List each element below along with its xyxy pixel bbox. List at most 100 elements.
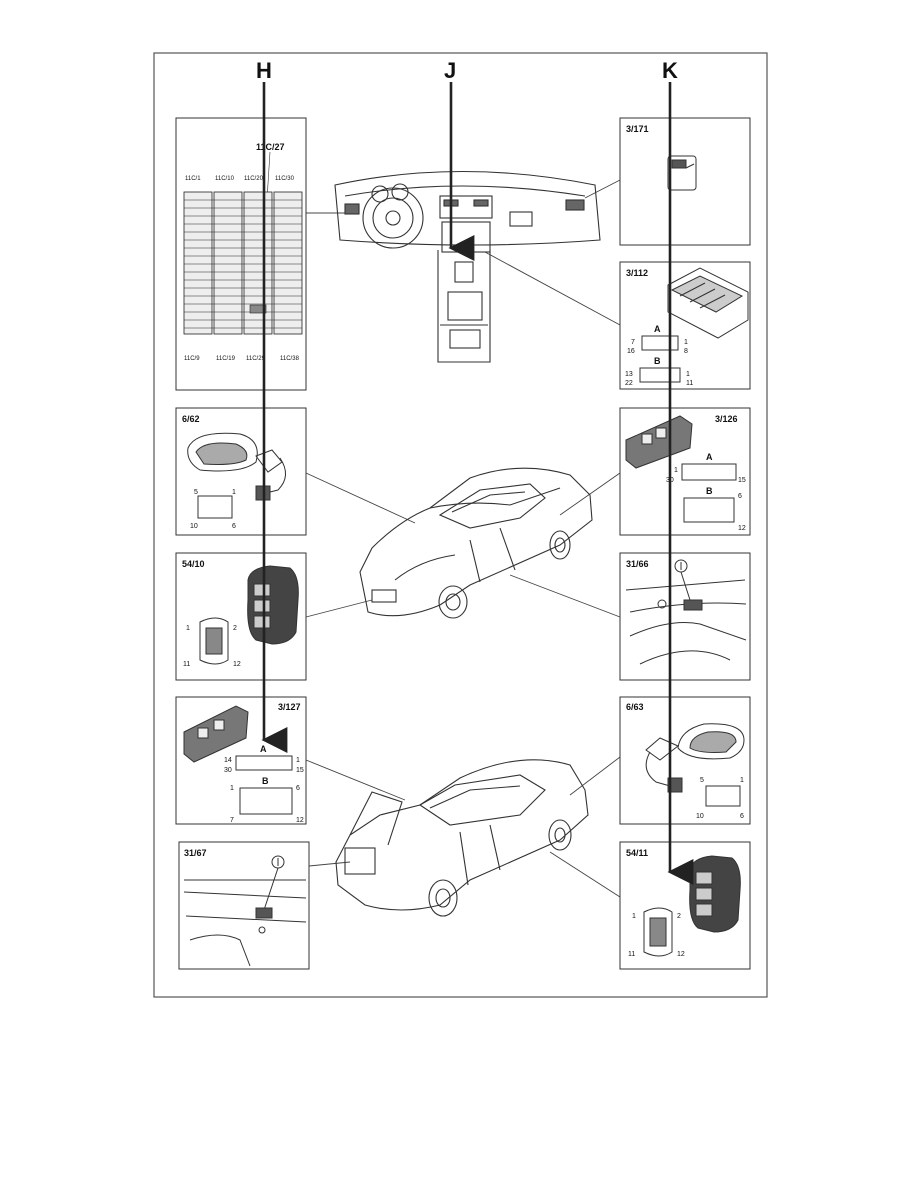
diagram-frame [153, 52, 768, 998]
pin-3-126-b-6: 6 [738, 493, 742, 500]
pin-6-62-6: 6 [232, 523, 236, 530]
window-switch-3-126-drawing [625, 415, 693, 469]
box-3-171 [619, 117, 751, 246]
pin-6-63-10: 10 [696, 813, 704, 820]
climate-panel-drawing [667, 267, 749, 339]
section-marker-k: K [662, 58, 678, 83]
pin-3-112-b-22: 22 [625, 380, 633, 387]
switch-3-171-drawing [667, 155, 697, 191]
component-label-3-127: 3/127 [278, 702, 301, 712]
pin-3-126-a-1: 1 [674, 467, 678, 474]
fuse-label-top-1: 11C/1 [185, 176, 201, 182]
component-label-54-10: 54/10 [182, 559, 205, 569]
switch-pack-54-10-drawing [247, 565, 299, 645]
fuse-box-label: 11C/27 [256, 142, 285, 152]
ground-point-31-67-drawing [183, 855, 307, 967]
box-54-10 [175, 552, 307, 681]
pin-3-127-b-1: 1 [230, 785, 234, 792]
pin-3-112-a-1: 1 [684, 339, 688, 346]
connector-b-label-3-126: B [706, 486, 713, 496]
pin-3-127-a-14: 14 [224, 757, 232, 764]
connector-a-3-112 [641, 335, 679, 351]
box-3-127 [175, 696, 307, 825]
car-illustration-front [359, 467, 593, 619]
component-label-3-171: 3/171 [626, 124, 649, 134]
pin-54-11-1: 1 [632, 913, 636, 920]
section-marker-j: J [444, 58, 456, 83]
fuse-grid [183, 191, 303, 335]
mirror-left-drawing [187, 432, 286, 501]
leader-lines [305, 179, 621, 898]
ground-point-31-66-drawing [625, 559, 747, 665]
dashboard-illustration [334, 170, 601, 363]
pin-3-126-b-12: 12 [738, 525, 746, 532]
pin-3-127-b-12: 12 [296, 817, 304, 824]
component-boxes [175, 117, 751, 970]
pin-6-62-10: 10 [190, 523, 198, 530]
connector-6-62 [197, 495, 233, 519]
pin-3-112-a-7: 7 [631, 339, 635, 346]
connector-6-63 [705, 785, 741, 807]
pin-6-63-1: 1 [740, 777, 744, 784]
fuse-label-bottom-1: 11C/9 [184, 356, 200, 362]
component-label-31-66: 31/66 [626, 559, 649, 569]
connector-a-3-126 [681, 463, 737, 481]
box-3-126 [619, 407, 751, 536]
connector-54-11 [643, 907, 673, 957]
pin-54-10-11: 11 [183, 661, 190, 668]
pin-54-11-11: 11 [628, 951, 635, 958]
section-arrows [261, 82, 694, 885]
pin-3-127-a-30: 30 [224, 767, 232, 774]
connector-a-label-3-127: A [260, 744, 267, 754]
pin-54-10-1: 1 [186, 625, 190, 632]
switch-pack-54-11-drawing [689, 855, 741, 933]
pin-3-112-b-1: 1 [686, 371, 690, 378]
component-label-6-63: 6/63 [626, 702, 644, 712]
pin-3-112-b-13: 13 [625, 371, 633, 378]
window-switch-3-127-drawing [183, 705, 249, 763]
fuse-grid-rows [184, 199, 302, 329]
box-31-67 [178, 841, 310, 970]
component-label-3-126: 3/126 [715, 414, 738, 424]
box-fuse-box [175, 117, 307, 391]
pin-6-62-5: 5 [194, 489, 198, 496]
pin-6-63-5: 5 [700, 777, 704, 784]
fuse-label-top-4: 11C/30 [275, 176, 295, 182]
box-54-11 [619, 841, 751, 970]
fuse-label-bottom-3: 11C/29 [246, 356, 266, 362]
pin-3-127-a-15: 15 [296, 767, 304, 774]
mirror-right-drawing [645, 723, 745, 793]
connector-54-10 [199, 617, 229, 665]
pin-54-11-2: 2 [677, 913, 681, 920]
pin-3-127-a-1: 1 [296, 757, 300, 764]
connector-b-label-3-112: B [654, 356, 661, 366]
pin-54-11-12: 12 [677, 951, 685, 958]
connector-b-3-127 [239, 787, 293, 815]
box-3-112 [619, 261, 751, 390]
pin-3-112-a-8: 8 [684, 348, 688, 355]
connector-b-3-112 [639, 367, 681, 383]
fuse-label-top-3: 11C/20 [244, 176, 264, 182]
connector-b-3-126 [683, 497, 735, 523]
pin-6-62-1: 1 [232, 489, 236, 496]
connector-b-label-3-127: B [262, 776, 269, 786]
fuse-label-bottom-4: 11C/38 [280, 356, 300, 362]
pin-3-127-b-6: 6 [296, 785, 300, 792]
highlighted-fuse [249, 304, 267, 314]
pin-3-112-b-11: 11 [686, 380, 693, 387]
connector-a-label-3-112: A [654, 324, 661, 334]
pin-6-63-6: 6 [740, 813, 744, 820]
component-label-54-11: 54/11 [626, 848, 648, 858]
connector-a-label-3-126: A [706, 452, 713, 462]
component-label-31-67: 31/67 [184, 848, 207, 858]
component-label-6-62: 6/62 [182, 414, 200, 424]
component-label-3-112: 3/112 [626, 268, 648, 278]
fuse-label-top-2: 11C/10 [215, 176, 235, 182]
pin-54-10-2: 2 [233, 625, 237, 632]
pin-54-10-12: 12 [233, 661, 241, 668]
fuse-label-bottom-2: 11C/19 [216, 356, 236, 362]
box-31-66 [619, 552, 751, 681]
box-6-63 [619, 696, 751, 825]
connector-a-3-127 [235, 755, 293, 771]
